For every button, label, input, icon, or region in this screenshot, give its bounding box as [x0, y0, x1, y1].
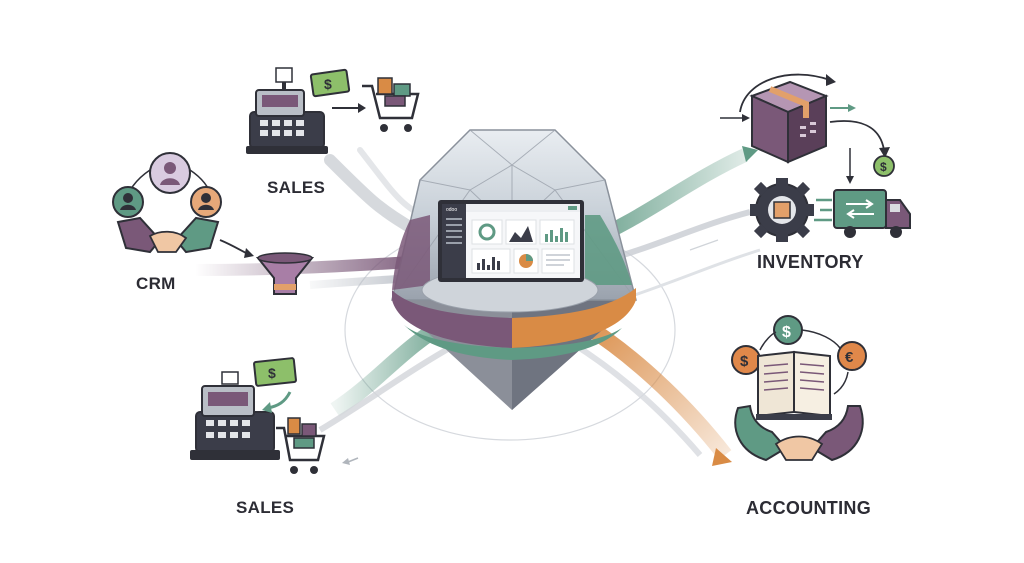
delivery-truck-icon — [833, 189, 911, 238]
person-left-icon — [112, 186, 144, 218]
screen-sidebar — [442, 204, 466, 278]
band-green-top-right — [585, 215, 632, 285]
dollar-coin-left-icon: $ — [731, 345, 761, 375]
euro-coin-icon: € — [837, 341, 867, 371]
shopping-cart-icon — [362, 77, 420, 132]
svg-text:$: $ — [740, 353, 749, 370]
inventory-loop-arrow — [739, 73, 831, 113]
banknote-icon: $ — [309, 68, 351, 98]
svg-text:$: $ — [782, 324, 791, 341]
person-right-icon — [190, 186, 222, 218]
ledger-book-icon — [756, 350, 832, 420]
flow-arrowhead-inventory — [742, 146, 758, 162]
module-label-sales-top: SALES — [267, 178, 326, 197]
module-label-crm: CRM — [136, 274, 176, 293]
screen-topbar-button — [568, 206, 577, 210]
sales-bottom-group: $ — [190, 357, 326, 474]
svg-text:$: $ — [268, 365, 276, 381]
shopping-cart-bottom-icon — [276, 417, 326, 474]
donut-chart-icon — [478, 223, 496, 241]
dashboard-screen: odoo — [438, 200, 584, 282]
small-arrow-left-bottom — [347, 457, 359, 463]
module-label-accounting: ACCOUNTING — [746, 498, 871, 518]
handshake-accounting-icon — [734, 404, 864, 462]
arrow-box-to-coin — [829, 120, 885, 151]
cash-register-icon — [246, 67, 328, 154]
area-chart-icon — [509, 226, 533, 242]
banknote-bottom-icon: $ — [253, 357, 297, 387]
module-label-inventory: INVENTORY — [757, 252, 864, 272]
band-purple-left — [392, 290, 512, 348]
screen-topbar — [466, 204, 580, 212]
band-purple-top-left — [392, 215, 430, 290]
svg-text:$: $ — [324, 76, 332, 92]
flow-arrowhead-accounting — [712, 448, 732, 466]
handshake-icon — [116, 216, 220, 254]
flow-sales-bottom-grey — [318, 342, 457, 433]
person-center-icon — [149, 152, 191, 194]
screen-widgets — [471, 219, 575, 274]
accounting-group: $ $ € — [731, 315, 867, 462]
bar-chart-icon — [545, 228, 568, 242]
flow-sales-top — [324, 154, 421, 236]
band-green-right — [512, 328, 622, 360]
svg-text:$: $ — [880, 160, 887, 174]
band-orange-right — [512, 288, 636, 348]
band-green-left — [404, 325, 512, 360]
sales-top-group: $ — [246, 67, 420, 154]
cash-register-bottom-icon — [190, 371, 280, 460]
crm-group — [112, 152, 315, 295]
crm-arrow — [219, 239, 249, 255]
screen-logo: odoo — [446, 207, 457, 213]
module-label-sales-bottom: SALES — [236, 498, 295, 517]
small-arrow-right-mid — [689, 239, 719, 251]
package-box-icon — [749, 80, 829, 164]
bar-chart-small-icon — [477, 257, 500, 270]
dollar-coin-inventory-icon: $ — [873, 155, 895, 177]
gear-icon — [750, 178, 814, 242]
dollar-coin-accounting-icon: $ — [773, 315, 803, 345]
funnel-icon — [255, 252, 315, 295]
accounting-cycle-arrows — [759, 329, 849, 395]
flow-accounting-grey — [573, 342, 703, 457]
screen-sidebar-items — [446, 218, 462, 244]
flow-accounting-orange — [580, 318, 732, 460]
svg-text:€: € — [845, 349, 854, 366]
inventory-group: $ — [720, 73, 911, 242]
flow-inventory-thin — [619, 248, 761, 302]
arrow-to-register — [267, 391, 292, 410]
speed-lines — [814, 198, 832, 222]
